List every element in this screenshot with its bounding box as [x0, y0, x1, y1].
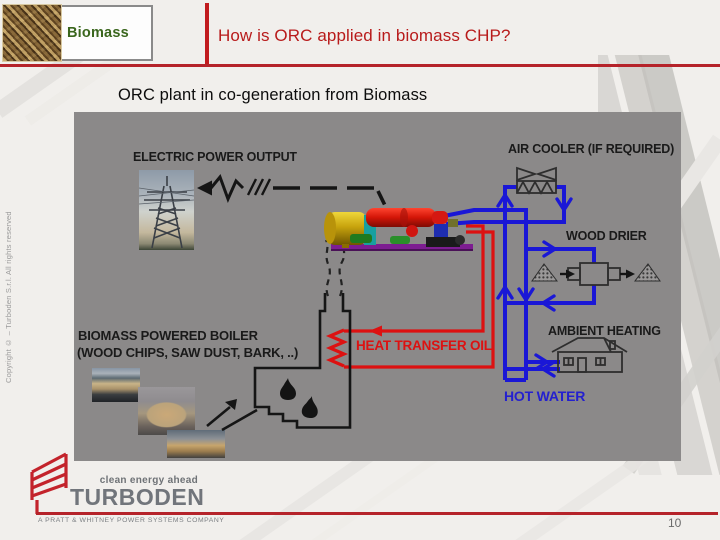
air-cooler-icon [516, 166, 557, 195]
header-rule [0, 64, 720, 67]
label-electric-power-output: ELECTRIC POWER OUTPUT [133, 150, 297, 164]
label-heat-transfer-oil: HEAT TRANSFER OIL [356, 338, 492, 353]
oil-flow-arrow [369, 325, 382, 337]
house-icon [551, 337, 628, 373]
diagram-lineart [197, 166, 661, 432]
logo-tagline: clean energy ahead [99, 475, 198, 486]
heat-transfer-oil-pipes [325, 224, 495, 369]
diagram-panel: ELECTRIC POWER OUTPUT AIR COOLER (IF REQ… [74, 112, 681, 461]
wood-chips-photo [2, 4, 62, 62]
pylon-icon [138, 176, 195, 249]
logo-brand: TURBODEN [70, 484, 205, 510]
title-divider-line [205, 3, 209, 66]
wood-drier-icon [531, 262, 661, 286]
turboden-logo [30, 452, 68, 514]
bark-pile-photo [167, 430, 225, 458]
label-wood-drier: WOOD DRIER [566, 229, 647, 243]
lumber-yard-photo [92, 368, 140, 402]
flame-icon [280, 378, 318, 419]
smoke-trail [338, 238, 347, 297]
label-hot-water: HOT WATER [504, 388, 586, 404]
sawdust-pile-photo [138, 387, 195, 435]
label-air-cooler: AIR COOLER (IF REQUIRED) [508, 142, 675, 156]
biomass-tab-label: Biomass [67, 25, 129, 41]
copyright-vertical-text: Copyright © – Turboden S.r.l. All rights… [4, 211, 13, 384]
boiler-outline [206, 238, 352, 432]
electric-power-line [197, 174, 399, 231]
pylon-photo [138, 170, 195, 250]
electric-arrowhead [197, 180, 212, 196]
label-ambient-heating: AMBIENT HEATING [548, 324, 661, 338]
fuel-feed-line [221, 408, 258, 432]
label-boiler-subtitle: (WOOD CHIPS, SAW DUST, BARK, ..) [77, 345, 299, 360]
footer-rule [36, 512, 718, 515]
fuel-feed-arrow [206, 405, 231, 428]
label-boiler-title: BIOMASS POWERED BOILER [78, 328, 258, 343]
smoke-trail [324, 239, 331, 297]
logo-parent-company: A PRATT & WHITNEY POWER SYSTEMS COMPANY [38, 517, 225, 524]
slide-subtitle: ORC plant in co-generation from Biomass [118, 86, 428, 104]
bg-texture-bottom [180, 455, 720, 540]
page-number: 10 [668, 516, 682, 530]
hot-water-pipes [443, 185, 596, 382]
orc-unit [324, 208, 473, 251]
slide-title: How is ORC applied in biomass CHP? [218, 26, 511, 45]
